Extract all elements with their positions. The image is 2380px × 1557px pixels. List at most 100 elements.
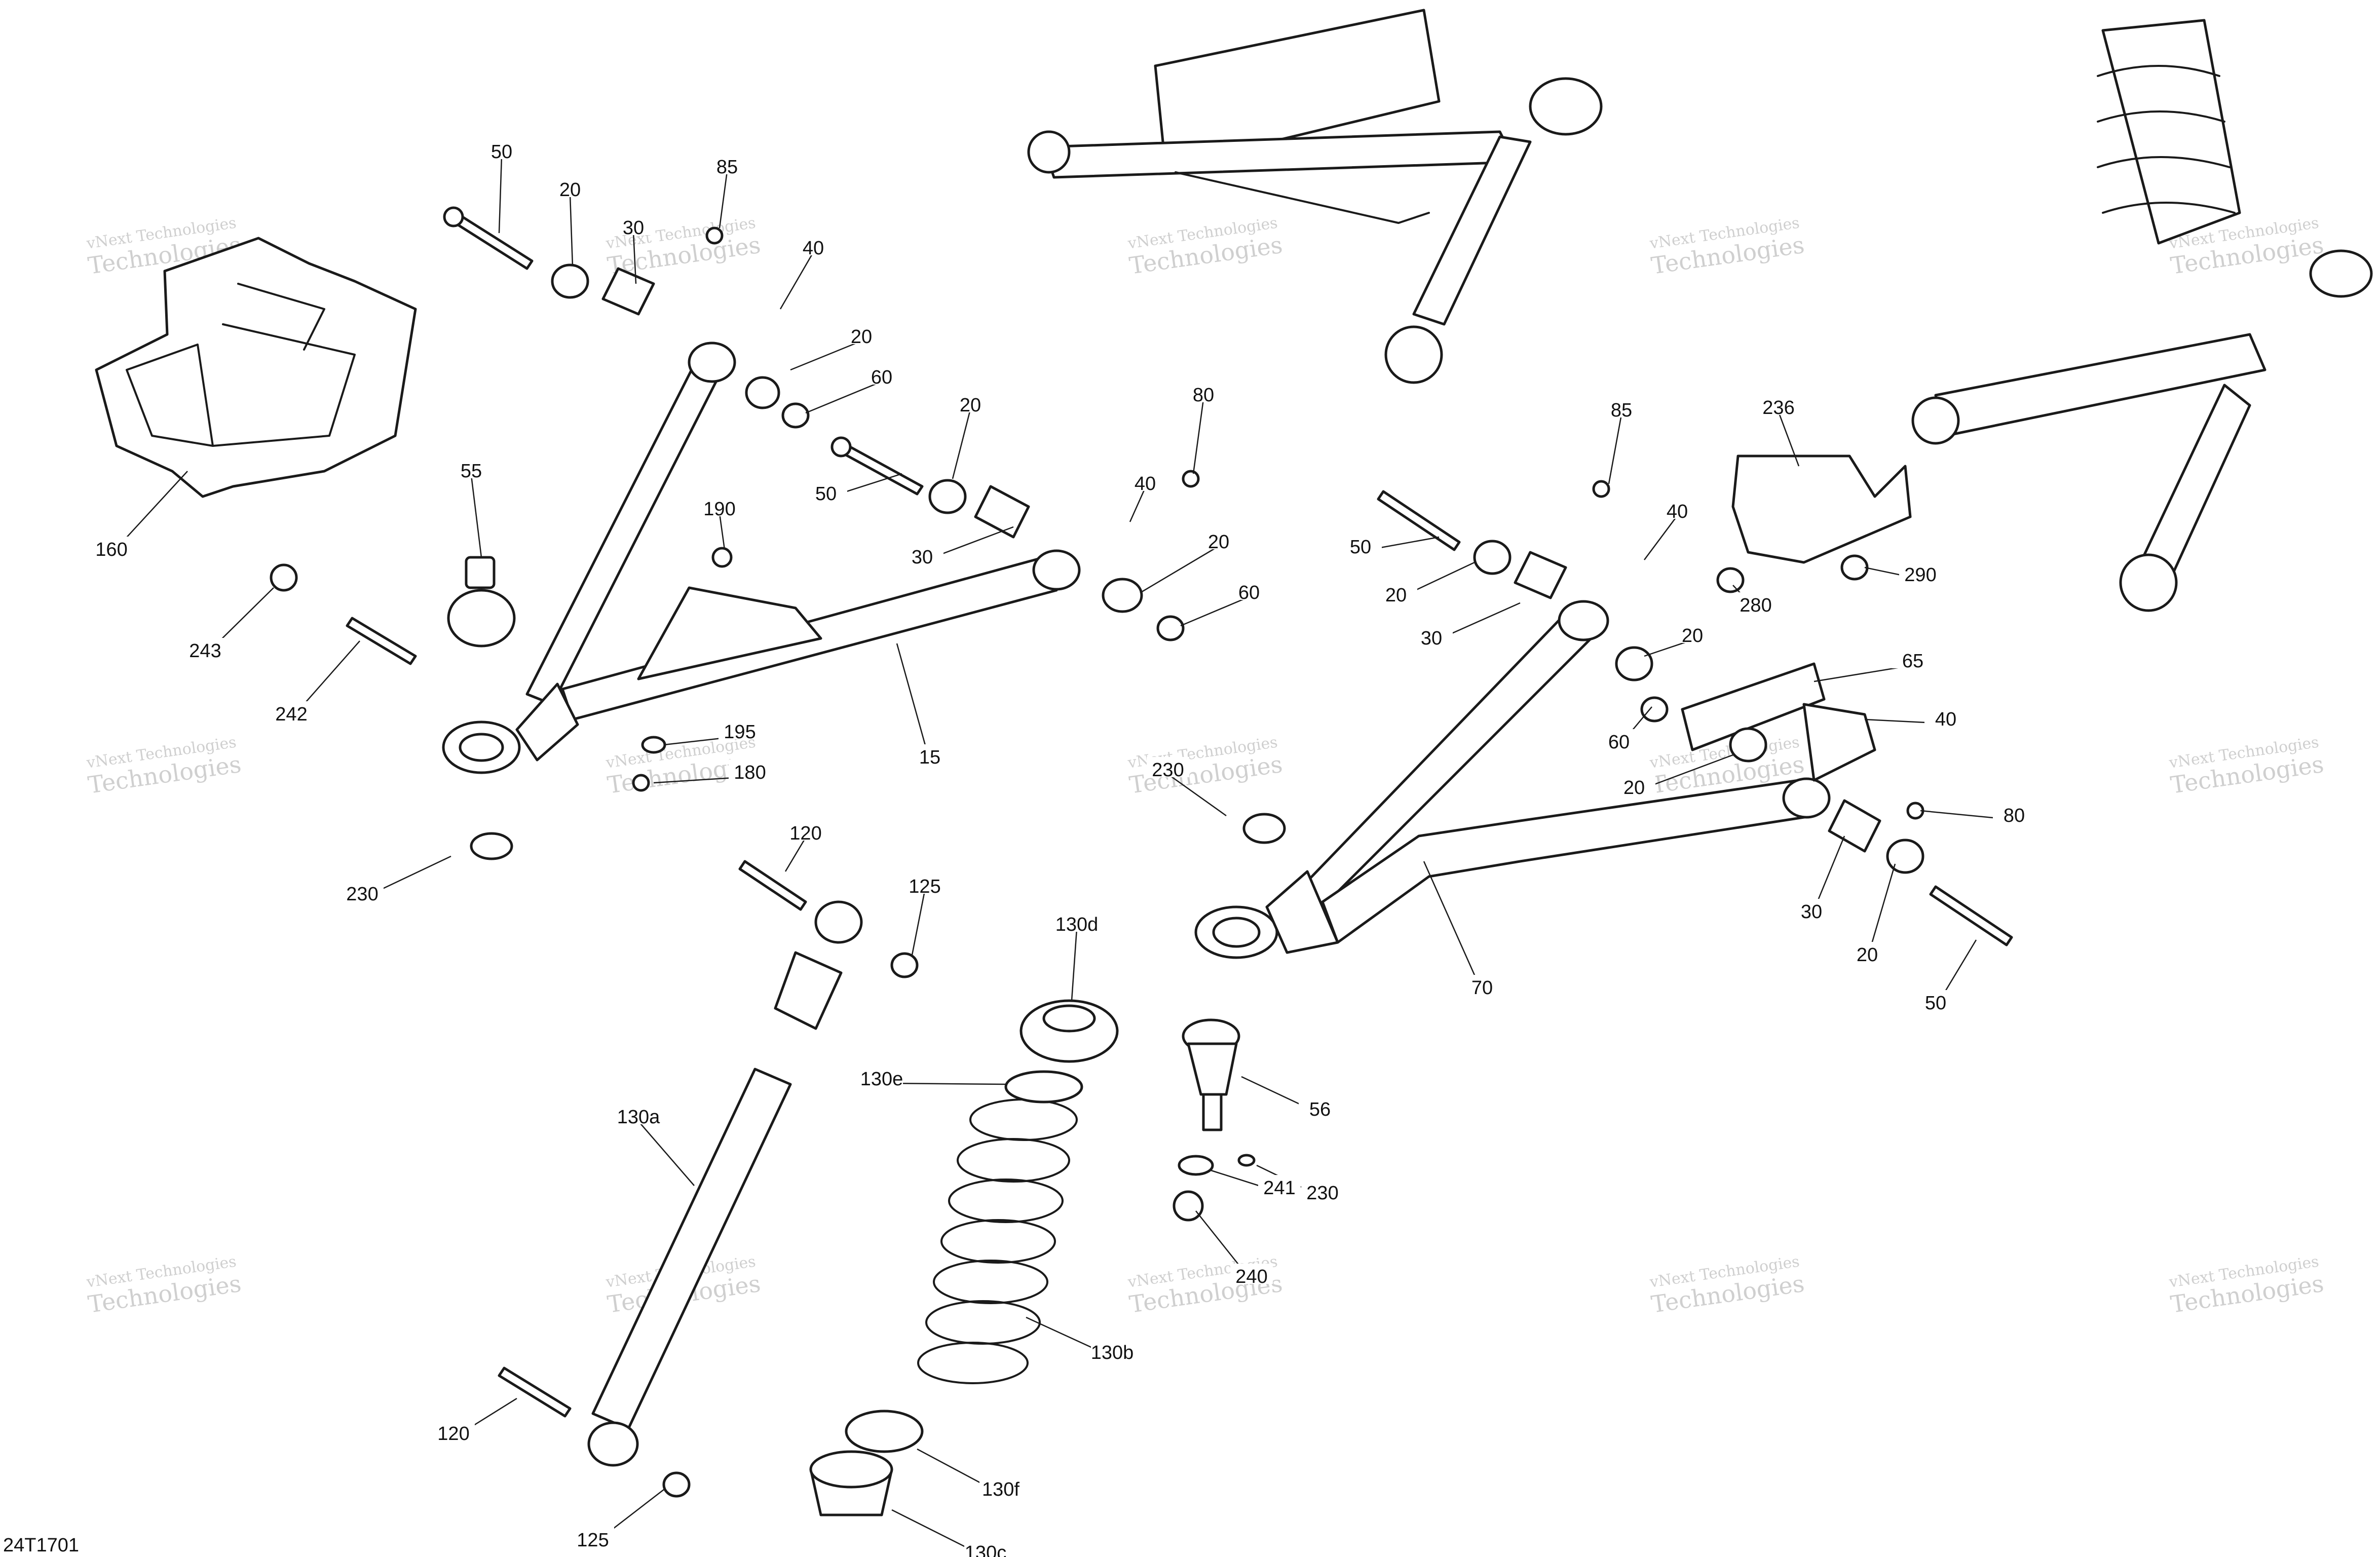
callout-label-50: 50: [815, 483, 837, 505]
callout-label-bg: [792, 235, 835, 255]
callout-label-bg: [1598, 729, 1640, 749]
damper-drawing: [587, 900, 863, 1467]
callout-label-bg: [184, 638, 226, 658]
callout-label-130d: 130d: [1055, 914, 1099, 935]
callout-label-bg: [1993, 803, 2035, 823]
callout-label-bg: [1197, 529, 1240, 549]
callout-label-bg: [1230, 1264, 1273, 1284]
callout-label-125: 125: [577, 1530, 609, 1551]
callout-label-180: 180: [734, 762, 766, 783]
callout-leader-line: [638, 1121, 695, 1186]
callout-leader-line: [1180, 596, 1250, 627]
callout-label-50: 50: [491, 141, 512, 163]
callout-label-60: 60: [1238, 582, 1260, 603]
callout-label-120: 120: [789, 823, 821, 844]
callout-label-bg: [706, 154, 748, 174]
callout-label-190: 190: [703, 499, 735, 520]
callout-label-60: 60: [871, 367, 892, 388]
callout-label-20: 20: [559, 179, 581, 201]
callout-label-20: 20: [1623, 777, 1645, 799]
callout-leader-line: [498, 156, 503, 234]
callout-leader-line: [719, 513, 726, 550]
callout-leader-line: [632, 232, 637, 284]
callout-label-65: 65: [1902, 651, 1923, 672]
skid-plate-drawing: [95, 237, 417, 498]
callout-label-bg: [341, 881, 384, 901]
callout-label-230: 230: [1152, 759, 1184, 781]
callout-leader-line: [1071, 928, 1078, 1001]
ball-joint-55-drawing: [447, 556, 516, 648]
callout-leader-line: [779, 252, 814, 310]
callout-leader-line: [896, 643, 931, 762]
callout-label-30: 30: [623, 217, 644, 239]
callout-label-bg: [1055, 912, 1098, 932]
callout-label-bg: [1339, 534, 1382, 554]
callout-label-bg: [572, 1527, 614, 1547]
callout-leader-line: [1778, 411, 1800, 467]
callout-label-bg: [1613, 775, 1655, 795]
callout-label-40: 40: [803, 238, 824, 259]
callout-label-bg: [719, 719, 761, 739]
spring-seat-ring-drawing: [845, 1410, 924, 1453]
callout-label-20: 20: [851, 326, 872, 348]
coil-spring-drawing: [917, 1098, 1078, 1384]
callout-label-40: 40: [1135, 473, 1156, 495]
left-a-arm-drawing: [442, 341, 1081, 774]
callout-label-20: 20: [1385, 585, 1407, 606]
callout-leader-line: [1140, 545, 1219, 594]
callout-label-160: 160: [95, 539, 127, 560]
callout-label-30: 30: [1801, 901, 1822, 923]
callout-label-50: 50: [1925, 993, 1946, 1014]
callout-leader-line: [1167, 773, 1227, 817]
callout-label-130b: 130b: [1091, 1342, 1134, 1363]
callout-label-15: 15: [919, 747, 940, 768]
bushings-nuts-drawing: [270, 226, 1924, 1498]
callout-label-130a: 130a: [617, 1107, 660, 1128]
callout-leader-line: [719, 171, 728, 229]
callout-leader-line: [952, 409, 971, 479]
callout-label-bg: [1846, 942, 1888, 962]
callout-label-bg: [612, 215, 655, 235]
callout-label-bg: [949, 392, 992, 412]
callout-label-80: 80: [2004, 805, 2025, 826]
callout-label-bg: [1892, 648, 1934, 668]
callout-label-280: 280: [1740, 595, 1771, 616]
callout-label-bg: [909, 744, 951, 765]
callout-label-80: 80: [1193, 385, 1214, 406]
callout-label-bg: [729, 759, 771, 780]
callout-label-241: 241: [1263, 1178, 1295, 1199]
callout-label-bg: [1299, 1096, 1341, 1117]
callout-label-bg: [1147, 757, 1189, 777]
callout-label-20: 20: [1682, 625, 1703, 647]
callout-label-bg: [1301, 1180, 1344, 1200]
right-a-arm-drawing: [1194, 600, 1831, 959]
callout-label-bg: [1734, 592, 1777, 613]
callout-label-bg: [903, 874, 946, 894]
callout-label-20: 20: [1208, 531, 1229, 553]
callout-label-30: 30: [1421, 628, 1442, 649]
callout-label-bg: [964, 1540, 1007, 1557]
callout-label-bg: [979, 1476, 1022, 1497]
callout-leader-line: [1192, 399, 1204, 474]
callout-layer: 5020308540206016055243242205080403020601…: [90, 139, 2035, 1557]
callout-label-70: 70: [1471, 977, 1493, 999]
callout-label-bg: [1656, 499, 1698, 519]
callout-leader-line: [790, 340, 862, 371]
callout-label-bg: [1924, 706, 1967, 727]
callout-leader-line: [805, 381, 882, 414]
callout-label-290: 290: [1904, 564, 1936, 586]
callout-label-230: 230: [346, 884, 378, 905]
callout-label-230: 230: [1306, 1183, 1338, 1204]
callout-label-243: 243: [189, 640, 221, 662]
spring-clip-drawing: [1004, 1070, 1083, 1104]
callout-label-240: 240: [1235, 1266, 1267, 1287]
callout-label-bg: [860, 1066, 903, 1086]
parts-line-art: [95, 9, 2373, 1516]
shock-assembly-drawing: [1911, 19, 2373, 612]
callout-label-40: 40: [1667, 501, 1688, 522]
